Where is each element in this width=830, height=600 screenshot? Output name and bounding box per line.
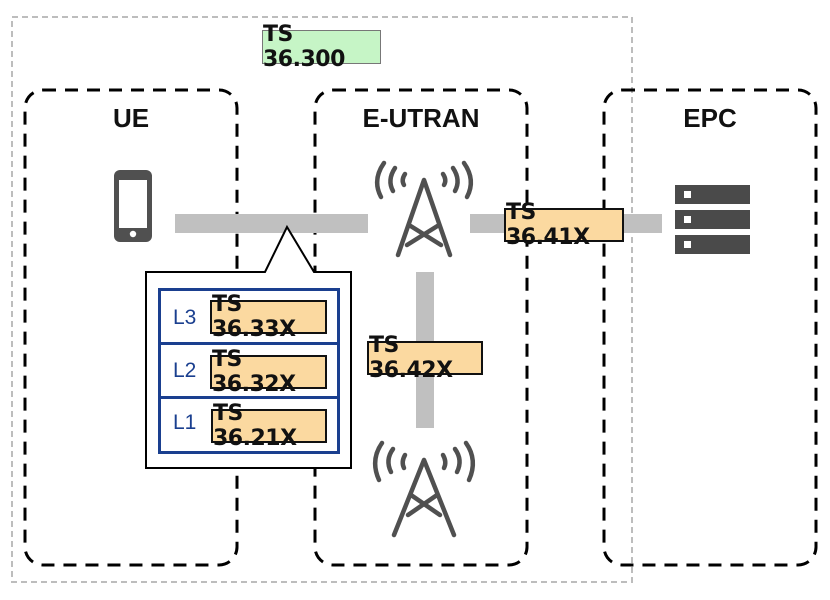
server-rack-icon <box>675 185 750 254</box>
layer-spec: TS 36.32X <box>210 347 327 397</box>
protocol-callout <box>145 224 352 469</box>
scope-spec-label: TS 36.300 <box>262 22 381 72</box>
cell-tower-icon <box>374 160 474 258</box>
eutran-title: E-UTRAN <box>362 103 480 133</box>
layer-name: L3 <box>173 306 197 329</box>
layer-name: L1 <box>173 411 197 434</box>
s1-interface-spec: TS 36.41X <box>504 200 624 250</box>
layer-row-l2: L2 TS 36.32X <box>161 345 337 399</box>
layer-spec: TS 36.21X <box>211 401 327 451</box>
layer-spec: TS 36.33X <box>210 292 327 342</box>
scope-boundary <box>11 16 633 583</box>
layer-name: L2 <box>173 359 197 382</box>
x2-interface-spec: TS 36.42X <box>367 333 483 383</box>
epc-title: EPC <box>683 103 737 133</box>
ue-title: UE <box>112 103 150 133</box>
cell-tower-icon <box>372 440 476 538</box>
layer-row-l3: L3 TS 36.33X <box>161 291 337 345</box>
smartphone-icon <box>114 170 152 242</box>
eutran-domain-box <box>313 88 529 567</box>
epc-domain-box <box>602 88 818 567</box>
protocol-stack: L3 TS 36.33X L2 TS 36.32X L1 TS 36.21X <box>158 288 340 454</box>
uu-link <box>175 214 368 233</box>
layer-row-l1: L1 TS 36.21X <box>161 399 337 451</box>
